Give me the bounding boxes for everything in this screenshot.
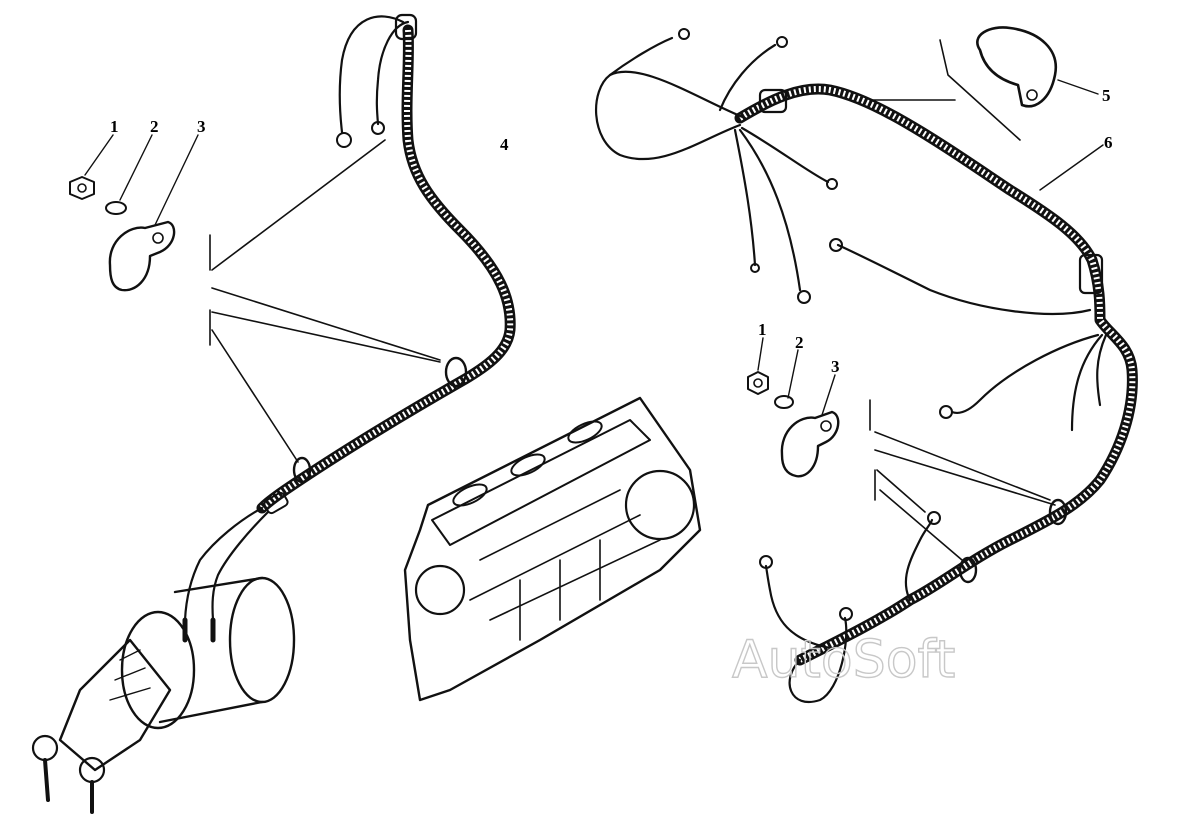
right-clamp-lower — [958, 556, 978, 584]
left-ring-terminal-b — [371, 121, 385, 135]
part5-clip-hole — [1026, 89, 1038, 101]
right-top-lead-b — [718, 43, 777, 112]
right-harness-sleeve-outer — [734, 83, 1138, 666]
left-nut-hole — [77, 183, 87, 193]
right-branch-leads — [950, 333, 1108, 432]
right-clamp-hole — [820, 420, 832, 432]
starter-body — [158, 576, 264, 724]
engine-outline — [403, 396, 702, 702]
right-lower-terminal-a — [927, 511, 941, 525]
right-loop-lead — [594, 70, 747, 161]
starter-lead-plugs — [182, 617, 216, 643]
left-clamp-hole — [152, 232, 164, 244]
right-top-terminal-a — [678, 28, 690, 40]
left-callout-leaders — [84, 134, 199, 226]
callout-right-3: 3 — [831, 357, 840, 376]
right-top-lead-a — [608, 36, 674, 77]
right-lower-terminal-c — [839, 607, 853, 621]
left-pigtail-a — [338, 15, 405, 134]
left-clamp-lower — [292, 456, 312, 484]
left-ring-terminal-a — [336, 132, 352, 148]
right-top-collar — [758, 88, 788, 114]
starter-terminal-posts — [43, 758, 94, 814]
left-clamp-upper — [444, 356, 468, 388]
callout-left-3: 3 — [197, 117, 206, 136]
right-leader-bracket — [869, 399, 876, 501]
right-mid-lead — [836, 243, 1092, 315]
left-lead-b — [211, 510, 270, 622]
right-clamp-upper — [1048, 498, 1068, 526]
right-drop-terminal-a — [750, 263, 760, 273]
right-leader-lines — [874, 431, 1056, 561]
right-junction-collar — [1078, 253, 1104, 295]
right-harness-sleeve-inner — [738, 86, 1136, 663]
right-lower-lead-b — [764, 564, 832, 650]
left-harness — [183, 13, 516, 622]
callout-right-2: 2 — [795, 333, 804, 352]
right-mid-terminal — [829, 238, 843, 252]
right-drop-terminal-b — [797, 290, 811, 304]
engine-flywheel-housing — [624, 469, 696, 541]
engine-cover-oval-2 — [510, 453, 546, 477]
engine-cover-oval-1 — [452, 483, 488, 507]
left-leader-lines — [211, 139, 441, 463]
right-lower-loop — [788, 616, 848, 703]
left-top-clip — [394, 13, 418, 41]
left-washer — [105, 201, 127, 215]
callout-left-2: 2 — [150, 117, 159, 136]
engine-cover-oval-3 — [567, 420, 603, 444]
left-sleeve-end — [263, 491, 289, 515]
engine-pulley — [414, 564, 466, 616]
callout-right-6: 6 — [1104, 133, 1113, 152]
starter-hatching — [109, 649, 151, 701]
right-top-leader — [869, 39, 1021, 141]
starter-terminal-b — [78, 756, 106, 784]
starter-terminal-a — [31, 734, 59, 762]
callout-left-4: 4 — [500, 135, 509, 154]
right-harness — [594, 28, 1138, 703]
engine-detail-lines — [469, 489, 661, 641]
left-fasteners — [69, 134, 199, 292]
engine-head-cover — [431, 419, 651, 546]
watermark-text: AutoSoft — [732, 630, 955, 690]
callout-labels: 1 2 3 4 1 2 3 5 6 — [110, 86, 1113, 376]
starter-motor — [31, 576, 296, 814]
right-nut — [747, 371, 769, 395]
part5-clip — [976, 26, 1058, 108]
right-fasteners — [747, 26, 1104, 478]
callout-left-1: 1 — [110, 117, 119, 136]
left-lead-a — [183, 506, 264, 622]
starter-solenoid — [58, 638, 172, 772]
callout-right-1: 1 — [758, 320, 767, 339]
callout-right-5: 5 — [1102, 86, 1111, 105]
right-clamp-part — [780, 410, 840, 478]
right-drop-leads — [733, 126, 830, 292]
left-clamp-part — [108, 220, 176, 292]
right-drop-terminal-c — [826, 178, 838, 190]
left-harness-sleeve-inner — [259, 29, 514, 511]
right-lower-lead-a — [904, 518, 934, 602]
right-top-terminal-b — [776, 36, 788, 48]
starter-end-cap — [228, 576, 296, 704]
right-callout-leaders — [757, 79, 1104, 416]
left-nut — [69, 176, 95, 200]
engine-block — [403, 396, 702, 702]
right-washer — [774, 395, 794, 409]
right-lower-terminal-b — [759, 555, 773, 569]
starter-flange — [120, 610, 196, 730]
right-nut-hole — [753, 378, 763, 388]
left-harness-sleeve-outer — [256, 24, 516, 514]
right-branch-terminal-a — [939, 405, 953, 419]
